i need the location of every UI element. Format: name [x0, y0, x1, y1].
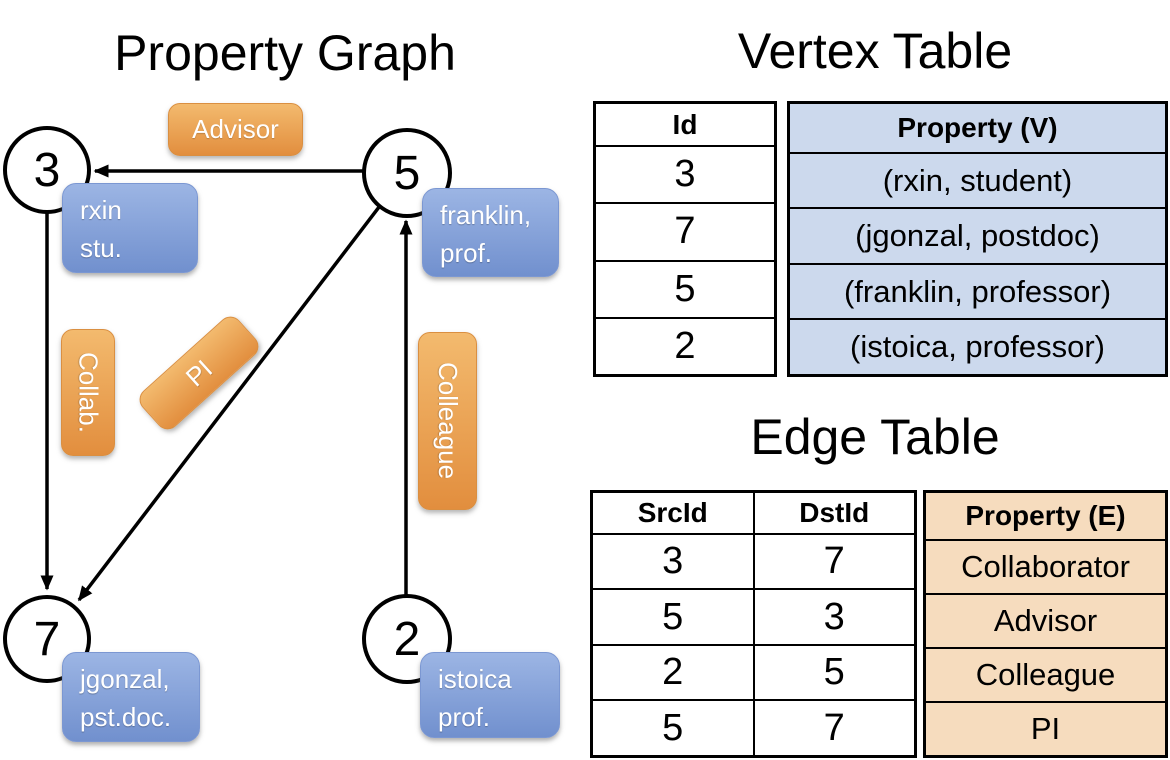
edge-table-cell-property: Collaborator: [923, 539, 1168, 596]
vertex-property-box-jgonzal: jgonzal, pst.doc.: [62, 652, 200, 742]
edge-table-header-dstid: DstId: [752, 490, 917, 536]
vertex-table-property-column: Property (V) (rxin, student) (jgonzal, p…: [787, 101, 1168, 377]
vertex-property-line: prof.: [440, 238, 493, 268]
edge-table-title: Edge Table: [750, 409, 1000, 465]
vertex-property-box-rxin: rxin stu.: [62, 183, 198, 273]
vertex-table-cell-id: 3: [593, 145, 777, 205]
edge-table-cell-srcid: 2: [590, 643, 755, 702]
edge-table-cell-srcid: 3: [590, 533, 755, 591]
vertex-property-line: jgonzal,: [80, 664, 170, 694]
vertex-table-id-column: Id 3 7 5 2: [593, 101, 777, 377]
node-circle-2: 2: [362, 594, 452, 684]
vertex-property-line: pst.doc.: [80, 702, 172, 732]
node-circle-5: 5: [362, 128, 452, 218]
edge-table-cell-property: Colleague: [923, 647, 1168, 703]
vertex-property-line: franklin,: [440, 200, 532, 230]
edge-table-cell-srcid: 5: [590, 699, 755, 758]
edge-table-cell-property: PI: [923, 700, 1168, 758]
edge-label-collab: Collab.: [61, 329, 115, 456]
vertex-table-cell-property: (istoica, professor): [787, 318, 1168, 377]
edge-table-cell-dstid: 7: [752, 533, 917, 591]
edge-table-id-columns: SrcId DstId 3 7 5 3 2 5 5 7: [590, 490, 917, 758]
vertex-table-cell-id: 5: [593, 259, 777, 319]
graph-title: Property Graph: [114, 25, 456, 81]
edge-table-cell-dstid: 5: [752, 643, 917, 702]
vertex-property-box-franklin: franklin, prof.: [422, 188, 559, 277]
vertex-table-header-property: Property (V): [787, 101, 1168, 154]
vertex-table-cell-id: 7: [593, 202, 777, 262]
vertex-table-cell-property: (jgonzal, postdoc): [787, 207, 1168, 265]
vertex-property-line: prof.: [438, 702, 491, 732]
vertex-table-title: Vertex Table: [737, 23, 1013, 79]
edge-table-cell-dstid: 3: [752, 588, 917, 646]
vertex-property-line: istoica: [438, 664, 512, 694]
edge-table-header-property: Property (E): [923, 490, 1168, 542]
vertex-table-cell-property: (rxin, student): [787, 151, 1168, 210]
vertex-table-cell-id: 2: [593, 316, 777, 377]
edge-table-cell-dstid: 7: [752, 699, 917, 758]
vertex-table-cell-property: (franklin, professor): [787, 262, 1168, 321]
vertex-table-header-id: Id: [593, 101, 777, 148]
graph-edges-svg: [40, 164, 413, 639]
vertex-property-line: rxin: [80, 195, 122, 225]
vertex-property-box-istoica: istoica prof.: [420, 652, 560, 738]
edge-table-cell-property: Advisor: [923, 593, 1168, 650]
edge-table-property-column: Property (E) Collaborator Advisor Collea…: [923, 490, 1168, 758]
vertex-property-line: stu.: [80, 233, 122, 263]
edge-label-colleague: Colleague: [418, 332, 477, 510]
edge-line-pi: [77, 171, 407, 602]
edge-label-advisor: Advisor: [168, 103, 303, 156]
edge-table-cell-srcid: 5: [590, 588, 755, 646]
edge-table-header-srcid: SrcId: [590, 490, 755, 536]
